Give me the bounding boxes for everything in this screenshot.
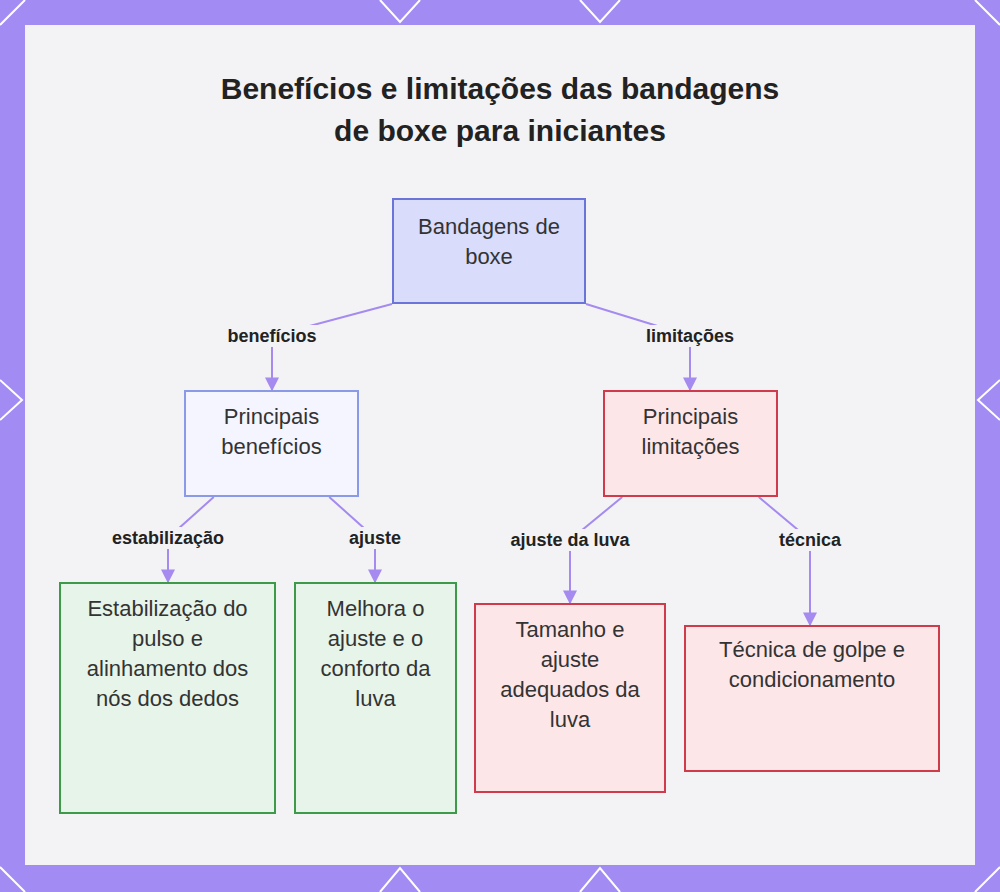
edge-label: limitações <box>643 325 737 347</box>
node-label: Principais benefícios <box>200 402 343 462</box>
limitation-box: Tamanho e ajuste adequados da luva <box>474 603 666 793</box>
benefit-box: Melhora o ajuste e o conforto da luva <box>294 582 457 814</box>
node-label: Melhora o ajuste e o conforto da luva <box>310 594 441 714</box>
decor-line <box>975 0 1000 25</box>
node-label: Estabilização do pulso e alinhamento dos… <box>75 594 260 714</box>
category-box: Principais limitações <box>603 390 778 497</box>
root-box: Bandagens de boxe <box>392 198 586 304</box>
diagram-title: Benefícios e limitações das bandagens de… <box>210 68 790 152</box>
node-label: Técnica de golpe e condicionamento <box>700 635 924 695</box>
connector-arrow <box>759 497 810 625</box>
decor-line <box>380 0 420 22</box>
edge-label: benefícios <box>224 325 319 347</box>
decor-line <box>0 867 25 892</box>
limitation-box: Técnica de golpe e condicionamento <box>684 625 940 772</box>
decor-line <box>580 0 620 22</box>
node-label: Bandagens de boxe <box>408 212 570 272</box>
decor-line <box>0 0 25 25</box>
node-label: Principais limitações <box>619 402 762 462</box>
category-box: Principais benefícios <box>184 390 359 497</box>
decor-line <box>580 868 620 892</box>
node-label: Tamanho e ajuste adequados da luva <box>490 615 650 735</box>
decor-line <box>978 380 1000 420</box>
decor-line <box>380 868 420 892</box>
edge-label: ajuste da luva <box>507 529 632 551</box>
decor-line <box>0 380 22 420</box>
edge-label: ajuste <box>346 527 404 549</box>
edge-label: técnica <box>776 529 844 551</box>
decor-line <box>975 867 1000 892</box>
connector-arrow <box>586 304 690 390</box>
benefit-box: Estabilização do pulso e alinhamento dos… <box>59 582 276 814</box>
edge-label: estabilização <box>109 527 227 549</box>
connector-arrow <box>272 304 392 390</box>
